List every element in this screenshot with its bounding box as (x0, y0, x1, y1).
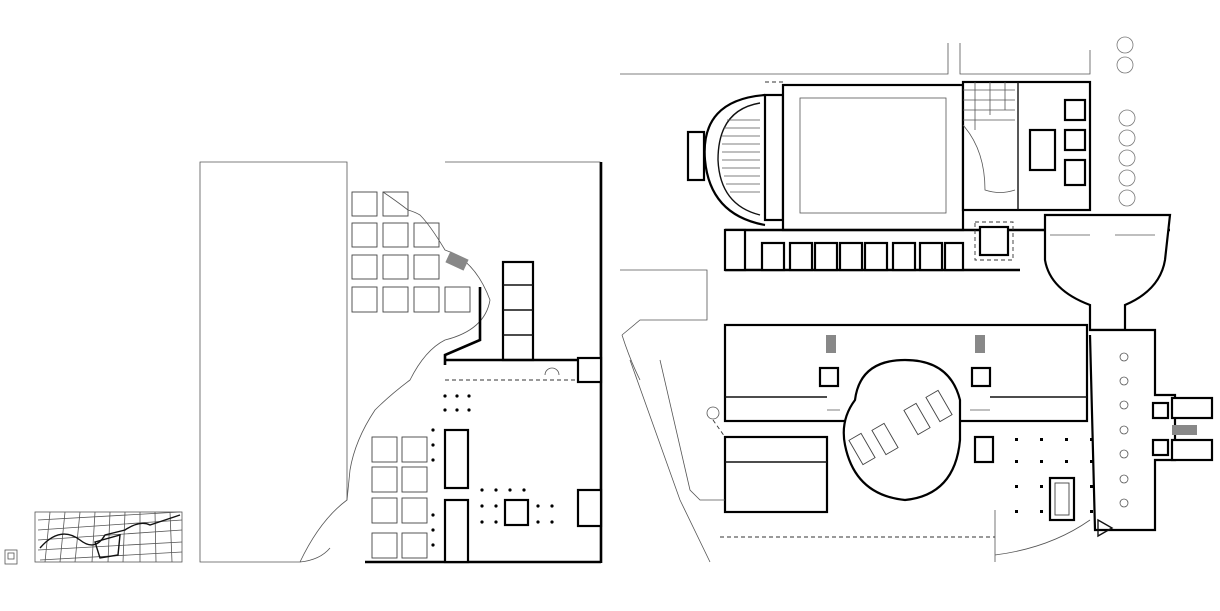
central-rotunda (827, 358, 990, 502)
portico-columns (1015, 438, 1093, 513)
upper-tree-grid (351, 191, 471, 313)
lower-tree-grid (371, 436, 428, 559)
column-grid (431, 394, 554, 547)
ne-block (961, 80, 1092, 212)
ground-floor-plan (620, 36, 1214, 563)
hall-columns (1119, 352, 1129, 508)
auditorium (686, 81, 785, 227)
trees (1116, 36, 1136, 207)
site-plan (199, 161, 603, 564)
site-key-thumbnail (4, 511, 183, 565)
